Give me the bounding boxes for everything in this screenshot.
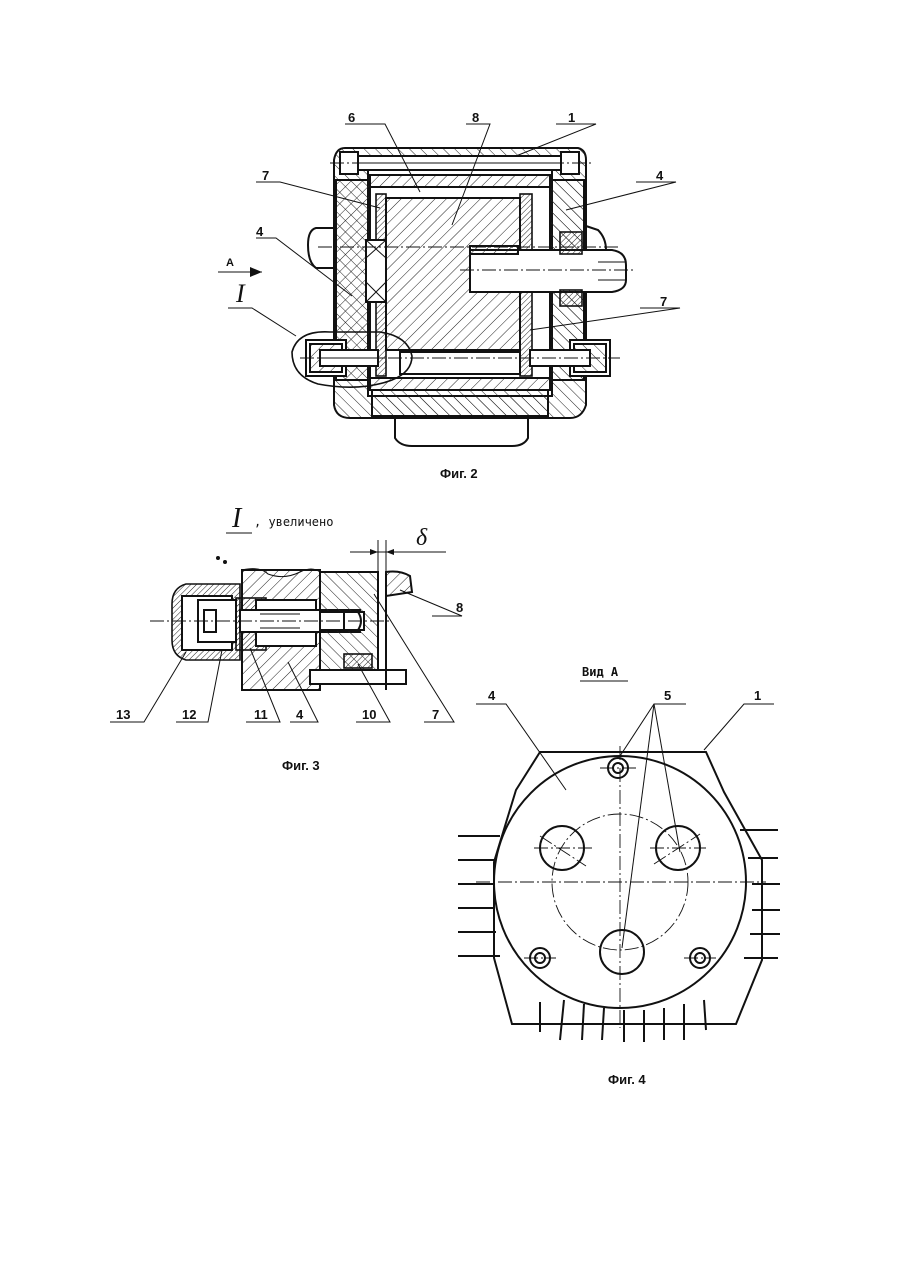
fig4-view-drawing	[458, 704, 780, 1042]
fig3-gap-symbol: δ	[416, 525, 428, 551]
fig3-label-13: 13	[116, 707, 130, 722]
fig2-section-drawing	[218, 124, 680, 446]
fig3-label-10: 10	[362, 707, 376, 722]
fig2-label-6: 6	[348, 110, 355, 125]
fig4-label-4: 4	[488, 688, 496, 703]
fig2-detail-marker-i: I	[235, 279, 246, 308]
fig3-label-12: 12	[182, 707, 196, 722]
fig4-label-5: 5	[664, 688, 671, 703]
fig4-view-title: Вид А	[582, 665, 619, 679]
fig3-label-11: 11	[254, 707, 268, 722]
fig3-label-4: 4	[296, 707, 304, 722]
fig2-caption: Фиг. 2	[440, 466, 478, 481]
fig3-detail-drawing	[110, 540, 462, 722]
fig2-label-4-right: 4	[656, 168, 664, 183]
fig3-caption: Фиг. 3	[282, 758, 320, 773]
fig3-detail-marker-i: I	[231, 503, 243, 534]
fig2-label-7-left: 7	[262, 168, 269, 183]
fig3-detail-note: , увеличено	[254, 515, 333, 529]
fig2-label-1: 1	[568, 110, 575, 125]
fig3-label-8: 8	[456, 600, 463, 615]
fig4-caption: Фиг. 4	[608, 1072, 646, 1087]
fig2-label-7-right: 7	[660, 294, 667, 309]
fig2-label-8: 8	[472, 110, 479, 125]
fig2-view-marker-a: А	[226, 257, 234, 269]
fig2-label-4-left: 4	[256, 224, 264, 239]
fig3-label-7: 7	[432, 707, 439, 722]
fig4-label-1: 1	[754, 688, 761, 703]
